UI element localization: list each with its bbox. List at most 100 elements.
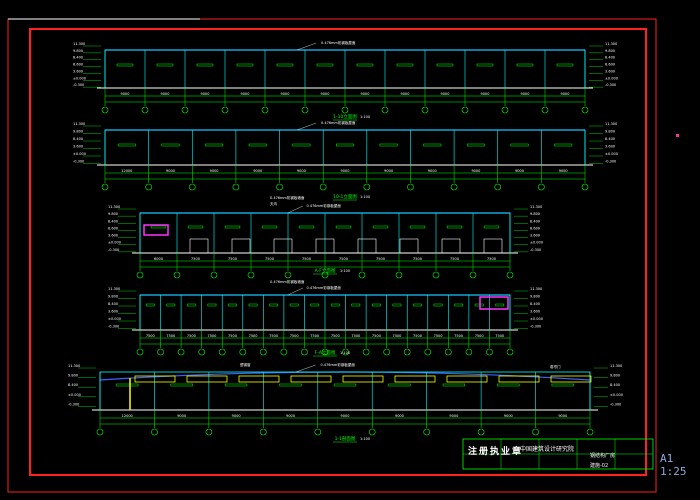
axis-bubble-4-8	[532, 428, 539, 436]
level-left-2-5: ±0.000	[108, 241, 121, 245]
window-1-5	[336, 143, 354, 147]
window-0-5	[316, 63, 334, 67]
axis-bubble-4-6	[423, 428, 430, 436]
axis-bubble-4-3	[260, 428, 267, 436]
level-left-4-4: -0.300	[68, 402, 79, 406]
note-gutter-a: 天沟	[270, 201, 278, 206]
level-right-2-2: 8.400	[530, 219, 540, 223]
level-right-2-3: 6.600	[530, 226, 540, 230]
titleblock-stamp: 注册执业章	[468, 447, 524, 457]
axis-bubble-3-4	[218, 348, 226, 356]
dim-text-4-3: 9000	[286, 414, 295, 418]
window-4-2	[224, 383, 248, 387]
dim-text-0-2: 9000	[201, 92, 210, 96]
note-roof-3: 0.476mm彩钢板屋面	[307, 285, 342, 290]
drawing-title-2: A-F立面图	[315, 267, 336, 274]
axis-bubble-2-2	[210, 271, 218, 279]
axis-bubble-3-3	[198, 348, 205, 356]
dim-text-3-6: 7500	[269, 334, 278, 338]
window-3-2	[187, 303, 196, 307]
window-0-9	[476, 63, 494, 67]
drawing-title-1: 10-1立面图	[333, 193, 357, 200]
level-left-3-5: -0.300	[108, 325, 119, 329]
window-0-2	[196, 63, 214, 67]
dim-text-2-7: 7500	[413, 257, 422, 261]
axis-bubble-2-3	[247, 271, 255, 279]
note-roof-2: 0.476mm彩钢板屋面	[307, 203, 342, 208]
wall-outline-1	[104, 129, 586, 166]
door-2	[273, 238, 293, 254]
door-0	[189, 238, 209, 254]
window-0-3	[236, 63, 254, 67]
window-0-7	[396, 63, 414, 67]
window-1-7	[423, 143, 442, 147]
axis-bubble-1-2	[188, 183, 196, 191]
axis-bubble-4-5	[368, 428, 376, 436]
truss-0	[134, 375, 176, 383]
truss-4	[342, 375, 384, 383]
dim-text-3-0: 7500	[146, 334, 155, 338]
dim-text-0-1: 9000	[161, 92, 170, 96]
dim-text-0-0: 9000	[121, 92, 130, 96]
level-right-0-1: 9.800	[605, 49, 615, 53]
note-window: 塑钢窗	[240, 362, 251, 367]
dim-text-3-5: 7500	[249, 334, 258, 338]
truss-1	[186, 375, 228, 383]
window-3-5	[248, 303, 258, 307]
axis-bubble-2-9	[469, 271, 477, 279]
level-right-4-1: 9.800	[610, 374, 620, 378]
axis-bubble-4-0	[96, 428, 104, 436]
dim-text-4-1: 9000	[177, 414, 186, 418]
dim-text-3-15: 7500	[454, 334, 463, 338]
window-0-8	[436, 63, 454, 67]
window-1-6	[379, 143, 398, 147]
level-right-0-6: -0.300	[605, 83, 616, 87]
door-3	[315, 238, 335, 254]
level-left-1-5: -0.300	[73, 160, 84, 164]
dim-text-0-6: 9000	[361, 92, 370, 96]
level-right-2-5: ±0.000	[530, 241, 543, 245]
dim-text-2-1: 7500	[191, 257, 200, 261]
axis-bubble-3-17	[486, 348, 493, 356]
window-0-0	[116, 63, 134, 67]
axis-bubble-0-4	[261, 106, 269, 114]
axis-bubble-3-5	[239, 348, 247, 356]
truss-7	[498, 375, 540, 383]
axis-bubble-3-13	[403, 348, 411, 356]
window-3-9	[330, 303, 340, 307]
note-wall-a: 0.476mm彩钢板墙面	[270, 195, 305, 200]
note-roof-4: 0.476mm彩钢板屋面	[321, 362, 356, 367]
axis-bubble-3-11	[362, 348, 370, 356]
dim-text-4-2: 9000	[232, 414, 241, 418]
axis-bubble-2-7	[395, 271, 403, 279]
dim-text-1-4: 9000	[297, 169, 306, 173]
level-right-0-5: ±0.000	[605, 76, 618, 80]
accent-window-left	[143, 224, 169, 236]
level-left-2-4: 3.600	[108, 234, 118, 238]
level-left-0-5: ±0.000	[73, 76, 86, 80]
window-1-2	[205, 143, 224, 147]
axis-bubble-3-2	[177, 348, 185, 356]
dim-text-1-3: 9000	[253, 169, 262, 173]
axis-bubble-0-8	[421, 106, 429, 114]
window-2-7	[409, 225, 426, 229]
axis-bubble-2-1	[173, 271, 181, 279]
axis-bubble-3-9	[321, 348, 329, 356]
dim-text-1-0: 12000	[121, 169, 132, 173]
axis-bubble-0-5	[301, 106, 309, 114]
level-right-2-1: 9.800	[530, 212, 540, 216]
dim-text-2-6: 7500	[376, 257, 385, 261]
dim-text-3-11: 7500	[372, 334, 381, 338]
window-0-1	[156, 63, 174, 67]
axis-bubble-3-15	[445, 348, 452, 356]
window-1-1	[161, 143, 180, 147]
window-3-12	[392, 303, 402, 307]
dim-text-3-16: 7500	[475, 334, 484, 338]
dim-text-4-7: 9000	[504, 414, 513, 418]
drawing-title-3: F-A立面图	[315, 349, 336, 356]
window-0-6	[356, 63, 374, 67]
level-left-1-0: 11.300	[73, 122, 85, 126]
door-1	[231, 238, 251, 254]
axis-bubble-1-6	[363, 183, 371, 191]
level-left-0-6: -0.300	[73, 83, 84, 87]
